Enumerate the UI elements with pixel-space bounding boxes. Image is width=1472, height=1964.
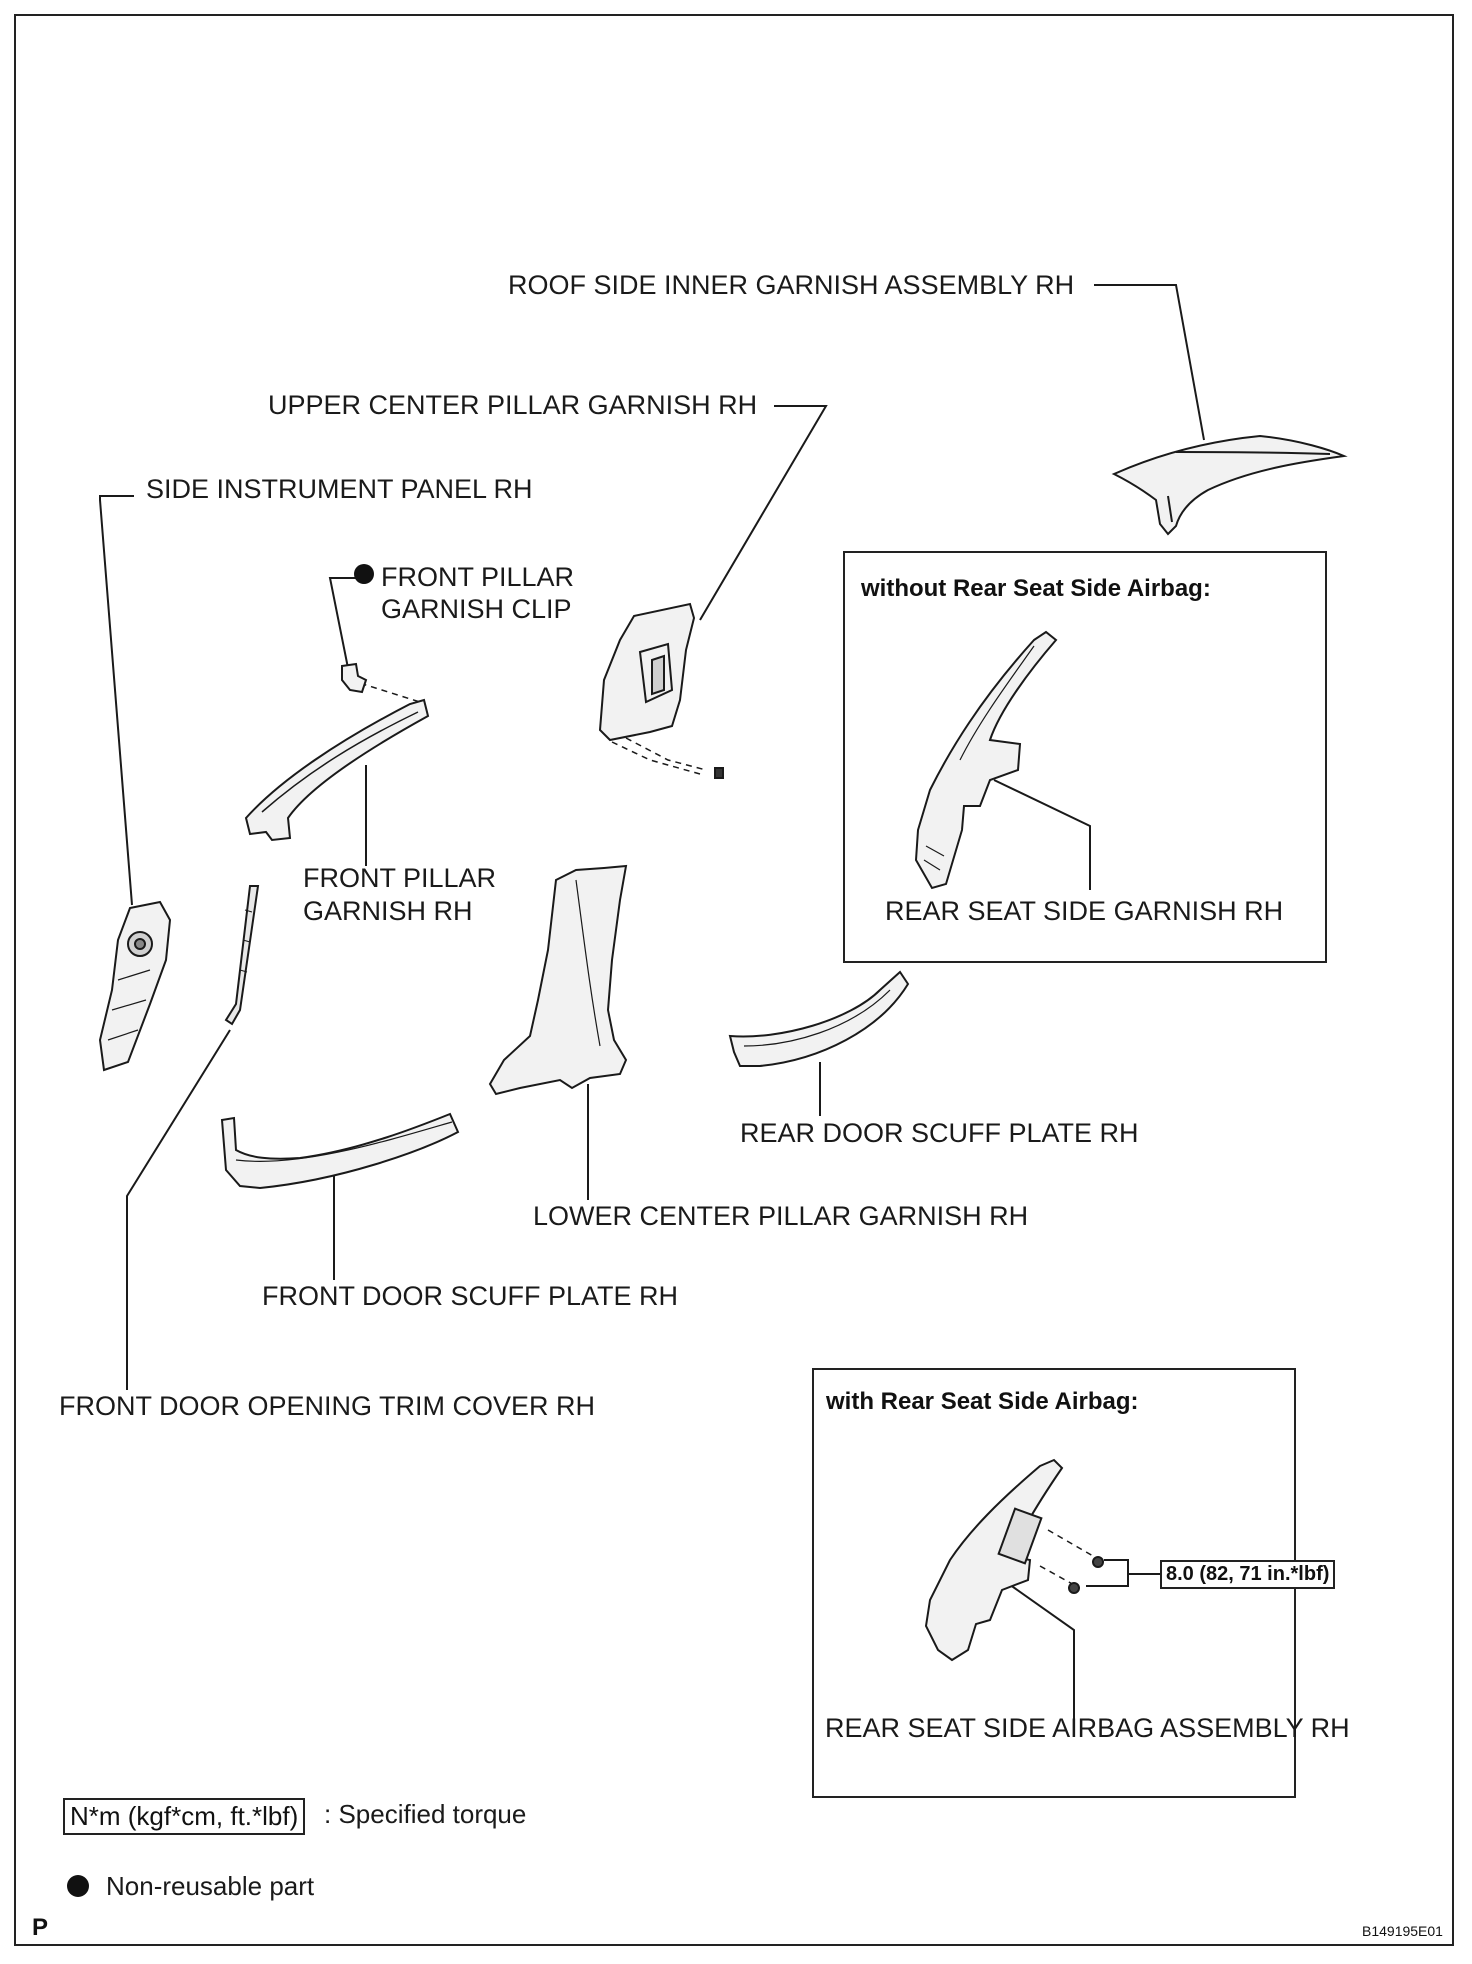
label-front-pillar-clip-line2: GARNISH CLIP: [381, 594, 572, 624]
lower-center-pillar-garnish-shape: [488, 864, 628, 1096]
label-rear-seat-side-airbag: REAR SEAT SIDE AIRBAG ASSEMBLY RH: [825, 1713, 1350, 1743]
rear-seat-airbag-shape: [924, 1458, 1104, 1662]
front-door-opening-trim-shape: [224, 885, 260, 1026]
upper-center-pillar-garnish-shape: [598, 602, 724, 779]
label-front-door-opening-trim-cover: FRONT DOOR OPENING TRIM COVER RH: [59, 1391, 596, 1421]
front-door-scuff-plate-shape: [220, 1112, 460, 1190]
label-front-pillar-garnish-line1: FRONT PILLAR: [303, 863, 497, 893]
leader-upper-center-pillar: [699, 405, 828, 621]
label-lower-center-pillar-garnish: LOWER CENTER PILLAR GARNISH RH: [533, 1201, 1029, 1231]
leader-roof-side-inner-garnish: [1094, 284, 1205, 441]
legend-nonreusable-desc: Non-reusable part: [106, 1871, 315, 1901]
label-rear-door-scuff-plate: REAR DOOR SCUFF PLATE RH: [740, 1118, 1139, 1148]
diagram-frame: [14, 14, 1454, 1946]
with-airbag-title: with Rear Seat Side Airbag:: [826, 1388, 1139, 1415]
front-pillar-clip-shape: [341, 662, 368, 694]
leader-front-door-opening-trim: [126, 1029, 231, 1390]
roof-side-inner-garnish-shape: [1111, 434, 1348, 536]
figure-code: B149195E01: [1362, 1923, 1443, 1939]
rear-seat-side-garnish-shape: [914, 630, 1058, 890]
leader-front-pillar-clip: [328, 577, 360, 669]
leader-rear-seat-airbag: [1005, 1581, 1075, 1720]
label-front-pillar-clip-line1: FRONT PILLAR: [381, 562, 575, 592]
page-letter: P: [32, 1914, 49, 1941]
label-roof-side-inner-garnish: ROOF SIDE INNER GARNISH ASSEMBLY RH: [508, 270, 1075, 300]
legend-torque-desc: : Specified torque: [324, 1799, 527, 1829]
legend-torque-unit: N*m (kgf*cm, ft.*lbf): [63, 1798, 306, 1835]
leader-rear-seat-side-garnish: [993, 779, 1091, 890]
label-front-door-scuff-plate: FRONT DOOR SCUFF PLATE RH: [262, 1281, 679, 1311]
leader-side-instrument-panel: [99, 495, 134, 906]
label-front-pillar-garnish-line2: GARNISH RH: [303, 896, 473, 926]
rear-door-scuff-plate-shape: [728, 970, 910, 1067]
label-side-instrument-panel: SIDE INSTRUMENT PANEL RH: [146, 474, 533, 504]
torque-value-box: 8.0 (82, 71 in.*lbf): [1160, 1560, 1336, 1589]
label-upper-center-pillar-garnish: UPPER CENTER PILLAR GARNISH RH: [268, 390, 758, 420]
front-pillar-garnish-shape: [244, 698, 430, 842]
legend-nonreusable-dot: [67, 1875, 89, 1897]
clip-nonreusable-dot: [354, 564, 374, 584]
without-airbag-title: without Rear Seat Side Airbag:: [861, 575, 1211, 602]
side-instrument-panel-shape: [98, 900, 172, 1072]
without-airbag-box: [843, 551, 1327, 963]
label-rear-seat-side-garnish: REAR SEAT SIDE GARNISH RH: [885, 896, 1284, 926]
